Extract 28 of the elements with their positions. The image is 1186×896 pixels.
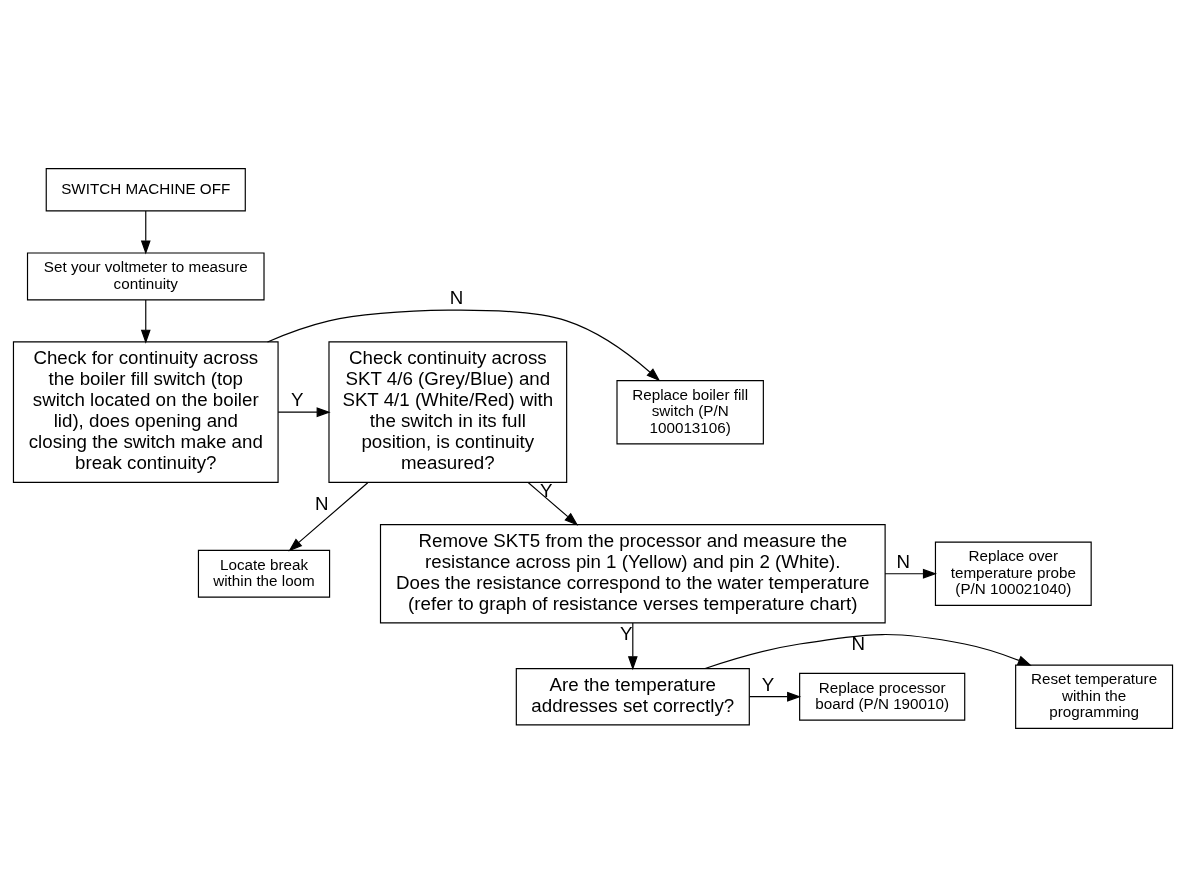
- node-box: Replace boiler fill switch (P/N 100013106): [616, 379, 764, 444]
- arrow: [277, 406, 331, 417]
- edge-label: N: [851, 632, 866, 654]
- edge-label: Y: [290, 388, 304, 410]
- edge-label: N: [449, 286, 464, 308]
- edge-label: N: [315, 492, 329, 514]
- arrow: [266, 309, 661, 381]
- arrow: [140, 209, 151, 254]
- arrow: [627, 621, 638, 670]
- arrow: [749, 691, 802, 702]
- node-box: Remove SKT5 from the processor and measure the resistance across pin 1 (Yellow) and pin 2 (White). Does the resistance correspond to the water temperature (refer to graph of resistance verses temperature chart): [379, 523, 886, 624]
- node-box: Locate break within the loom: [197, 549, 331, 598]
- arrow: [704, 633, 1032, 669]
- node-box: Reset temperature within the programming: [1015, 664, 1174, 729]
- edge-label: Y: [761, 673, 775, 695]
- arrow: [140, 298, 151, 344]
- edge-label: Y: [620, 622, 633, 644]
- node-box: Check continuity across SKT 4/6 (Grey/Blue) and SKT 4/1 (White/Red) with the switch in its full position, is continuity measured?: [328, 340, 568, 483]
- node-box: Replace processor board (P/N 190010): [799, 672, 966, 721]
- node-box: Are the temperature addresses set correctly?: [515, 667, 750, 725]
- node-box: Replace over temperature probe (P/N 100021040): [934, 541, 1092, 606]
- node-box: SWITCH MACHINE OFF: [45, 167, 246, 211]
- arrow: [288, 481, 369, 551]
- edge-label: N: [896, 550, 911, 572]
- arrow: [527, 481, 579, 526]
- node-box: Set your voltmeter to measure continuity: [26, 251, 265, 300]
- node-box: Check for continuity across the boiler fill switch (top switch located on the boiler lid), does opening and closing the switch make and break continuity?: [12, 340, 279, 483]
- arrow: [884, 568, 937, 579]
